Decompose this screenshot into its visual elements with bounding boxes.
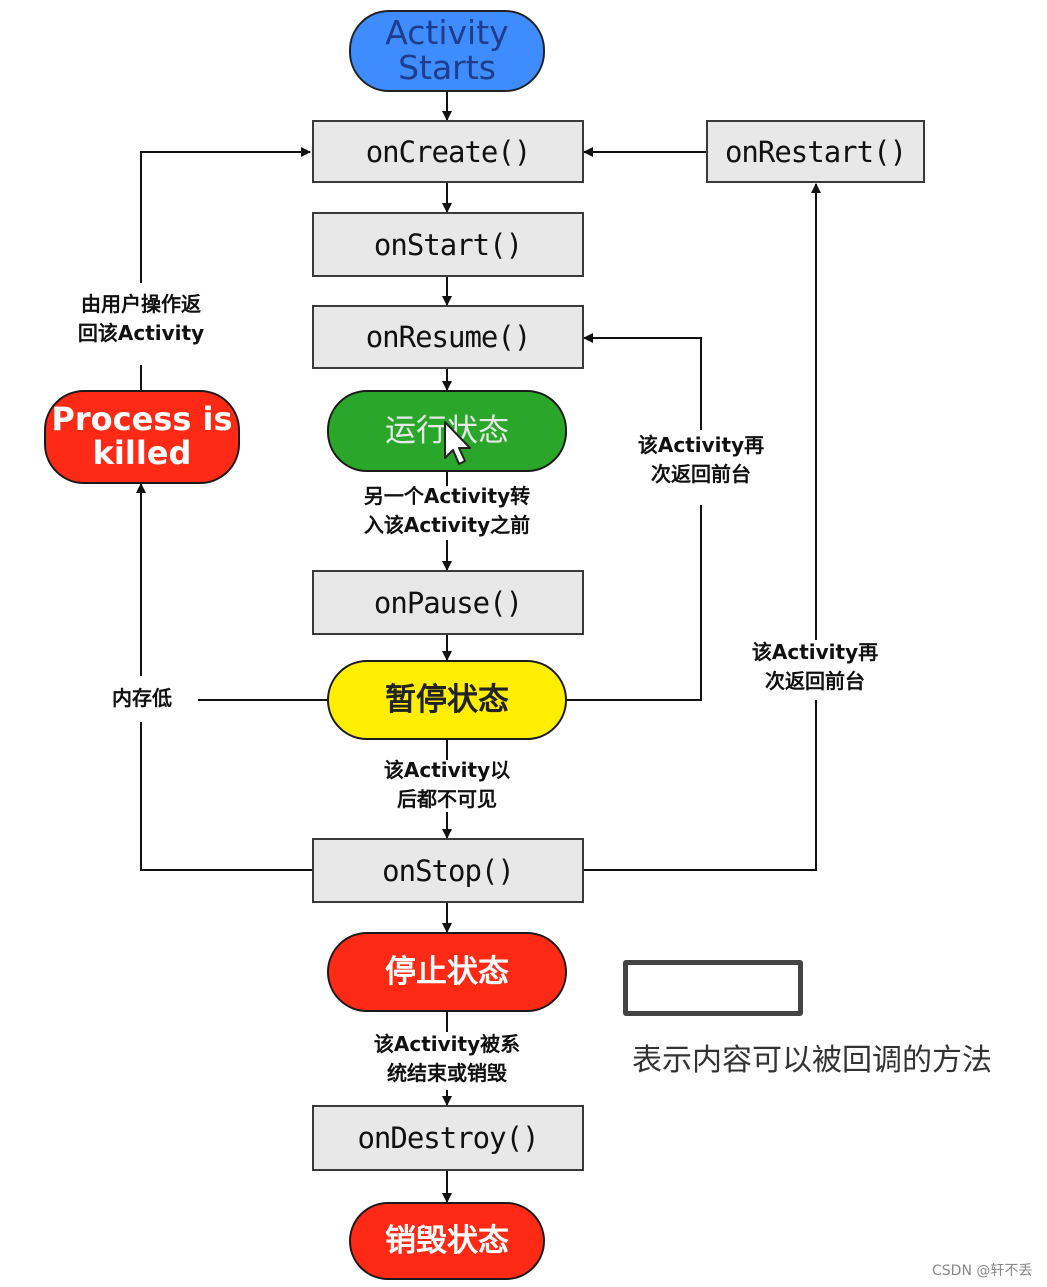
legend-swatch [623,960,803,1016]
watermark: CSDN @轩不丢 [932,1263,1033,1279]
invisible-line1: 该Activity以 [383,758,511,782]
mouse-cursor-icon [444,421,471,465]
process-killed-line1: Process is [51,400,233,439]
on-create-box: onCreate() [312,120,584,183]
stopped-state-label: 停止状态 [385,953,509,990]
back-to-front-2-line1: 该Activity再 [751,640,879,664]
destroyed-state: 销毁状态 [349,1202,545,1280]
user-return-line2: 回该Activity [77,321,205,345]
on-start-box: onStart() [312,212,584,277]
on-destroy-box: onDestroy() [312,1105,584,1171]
on-restart-box: onRestart() [706,120,925,183]
user-return-label: 由用户操作返 回该Activity [50,290,232,348]
paused-state: 暂停状态 [327,660,567,740]
low-memory-label: 内存低 [96,684,188,713]
on-stop-box: onStop() [312,838,584,903]
finished-line1: 该Activity被系 [373,1032,521,1056]
invisible-line2: 后都不可见 [397,787,497,811]
back-to-front-label-1: 该Activity再 次返回前台 [614,431,788,489]
process-killed-line2: killed [92,434,192,472]
on-resume-box: onResume() [312,305,584,369]
activity-starts-line1: Activity [385,13,509,53]
finished-line2: 统结束或销毁 [387,1061,507,1085]
back-to-front-2-line2: 次返回前台 [765,669,865,693]
back-to-front-1-line2: 次返回前台 [651,462,751,486]
another-activity-label: 另一个Activity转 入该Activity之前 [330,482,564,540]
another-activity-line2: 入该Activity之前 [363,513,531,537]
back-to-front-label-2: 该Activity再 次返回前台 [728,638,902,696]
user-return-line1: 由用户操作返 [81,292,201,316]
destroyed-state-label: 销毁状态 [385,1222,509,1259]
on-pause-box: onPause() [312,570,584,635]
invisible-label: 该Activity以 后都不可见 [357,756,537,814]
activity-starts-line2: Starts [398,48,496,87]
stopped-state: 停止状态 [327,932,567,1012]
finished-label: 该Activity被系 统结束或销毁 [344,1030,550,1088]
paused-state-label: 暂停状态 [385,681,509,718]
legend-text: 表示内容可以被回调的方法 [632,1043,992,1078]
back-to-front-1-line1: 该Activity再 [637,433,765,457]
another-activity-line1: 另一个Activity转 [363,484,531,508]
low-memory-text: 内存低 [112,686,172,710]
